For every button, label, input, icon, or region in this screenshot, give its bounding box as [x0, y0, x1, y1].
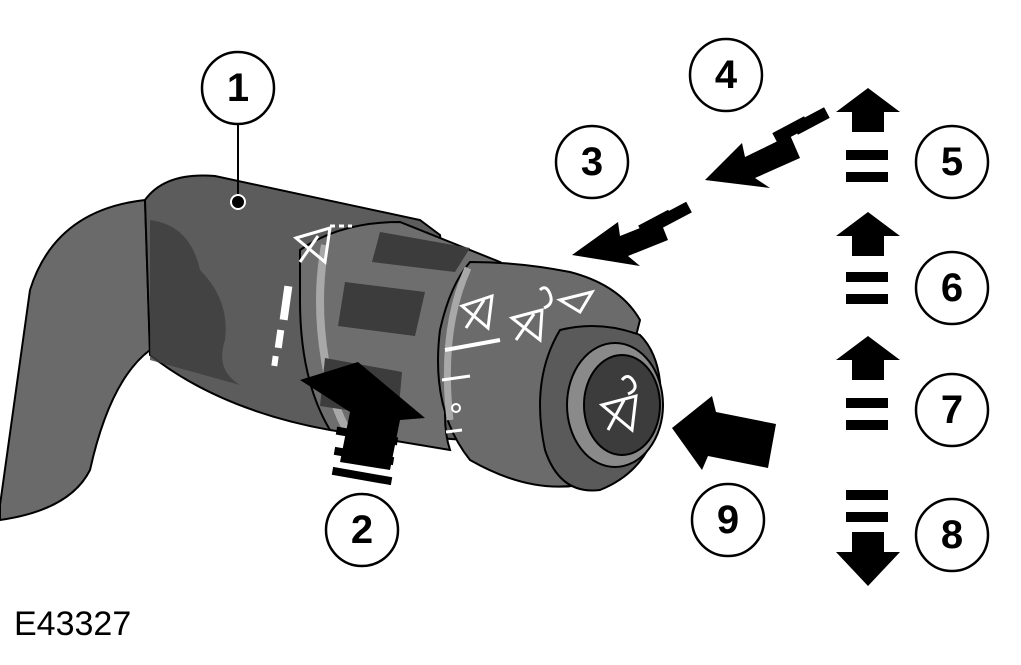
arrow-3: [572, 201, 692, 266]
svg-text:3: 3: [581, 140, 603, 184]
callout-6: 6: [914, 250, 990, 326]
svg-text:5: 5: [941, 140, 963, 184]
svg-text:6: 6: [941, 266, 963, 310]
callout-2: 2: [324, 492, 400, 568]
arrow-5-up: [836, 88, 900, 182]
arrow-2-up: [300, 362, 425, 486]
callout-7: 7: [914, 372, 990, 448]
washer-icon: [598, 375, 638, 433]
callout-1: 1: [200, 50, 276, 126]
svg-text:7: 7: [941, 388, 963, 432]
washer-icon: [508, 286, 553, 343]
steering-column-shroud: [0, 198, 152, 522]
svg-text:4: 4: [715, 53, 738, 97]
svg-text:9: 9: [717, 498, 739, 542]
svg-text:2: 2: [351, 508, 373, 552]
callout-3: 3: [554, 124, 630, 200]
arrow-9-push: [672, 396, 776, 470]
wiper-icon: [458, 293, 494, 331]
arrow-7-up: [836, 336, 900, 430]
callout-8: 8: [914, 497, 990, 573]
callout-1-point: [230, 194, 246, 210]
arrow-6-up: [836, 212, 900, 304]
svg-text:1: 1: [227, 66, 249, 110]
wiper-icon: [292, 224, 352, 265]
figure-id-label: E43327: [14, 605, 132, 643]
arrow-8-down: [836, 490, 900, 586]
callout-9: 9: [690, 482, 766, 558]
stalk-end-cap: [539, 325, 664, 492]
callout-4: 4: [688, 37, 764, 113]
arrow-4: [705, 107, 830, 188]
rear-wiper-icon: [556, 289, 596, 315]
svg-text:8: 8: [941, 513, 963, 557]
callout-5: 5: [914, 124, 990, 200]
